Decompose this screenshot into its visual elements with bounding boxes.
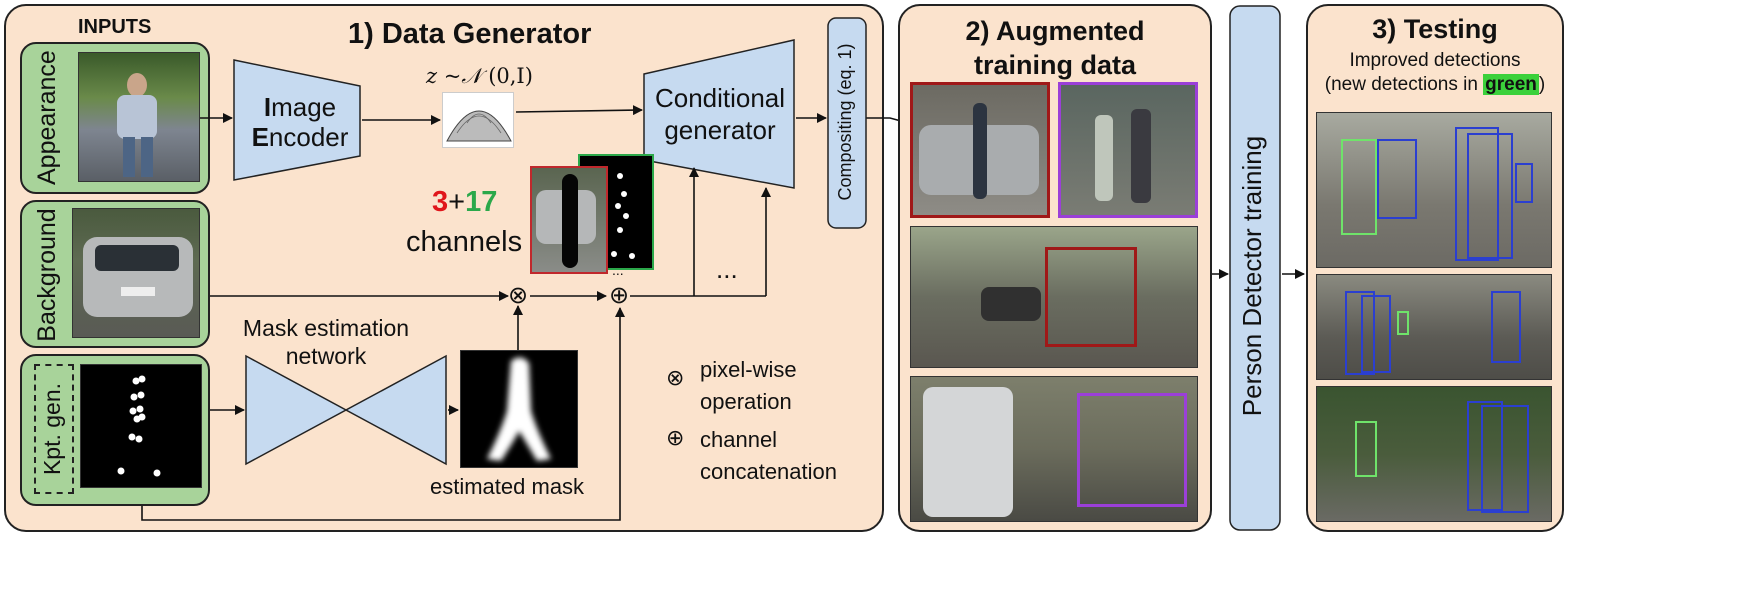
legend-concat-symbol: ⊕ (666, 426, 685, 451)
compositing-label: Compositing (eq. 1) (835, 43, 855, 201)
green-highlight: green (1483, 74, 1539, 95)
compositing-box (827, 17, 867, 229)
noise-formula: z ~𝒩 (0,I) (426, 64, 533, 88)
testing-title: 3) Testing (1372, 14, 1498, 44)
legend-pixelwise-symbol: ⊗ (666, 366, 685, 391)
image-encoder-shape (233, 59, 361, 181)
appearance-photo (78, 52, 200, 182)
channels-count: 3+17 (432, 186, 498, 218)
testing-subtitle-2: (new detections in green) (1324, 74, 1546, 95)
conditional-generator-shape (643, 39, 795, 189)
mask-network-shape (245, 354, 348, 466)
inputs-title: INPUTS (78, 16, 152, 38)
generator-inputs-ellipsis: ... (716, 254, 738, 284)
masked-background-image (530, 166, 608, 274)
augmented-image-1 (910, 82, 1050, 218)
augmented-image-3 (910, 226, 1198, 368)
concat-op-node: ⊕ (608, 281, 630, 309)
test-image-1 (1316, 112, 1552, 268)
kpt-gen-dashed-box (34, 364, 74, 494)
detector-box (1229, 5, 1281, 531)
testing-subtitle-1: Improved detections (1349, 50, 1521, 71)
test-image-2 (1316, 274, 1552, 380)
pixelwise-op-node: ⊗ (507, 281, 529, 309)
augmented-image-4 (910, 376, 1198, 522)
keypoint-map (80, 364, 202, 488)
channels-label: channels (406, 226, 523, 258)
channels-red: 3 (432, 186, 449, 218)
gaussian-surface-image (442, 92, 514, 148)
background-photo (72, 208, 200, 338)
augmented-image-2 (1058, 82, 1198, 218)
channels-ellipsis: ... (612, 262, 624, 278)
estimated-mask-label: estimated mask (430, 474, 585, 499)
detector-label: Person Detector training (1237, 135, 1267, 417)
estimated-mask-image (460, 350, 578, 468)
channels-green: 17 (465, 186, 498, 218)
test-image-3 (1316, 386, 1552, 522)
image-encoder-label: Image Encoder (251, 92, 349, 152)
keypoint-dots (117, 375, 161, 477)
data-generator-title: 1) Data Generator (348, 18, 592, 50)
